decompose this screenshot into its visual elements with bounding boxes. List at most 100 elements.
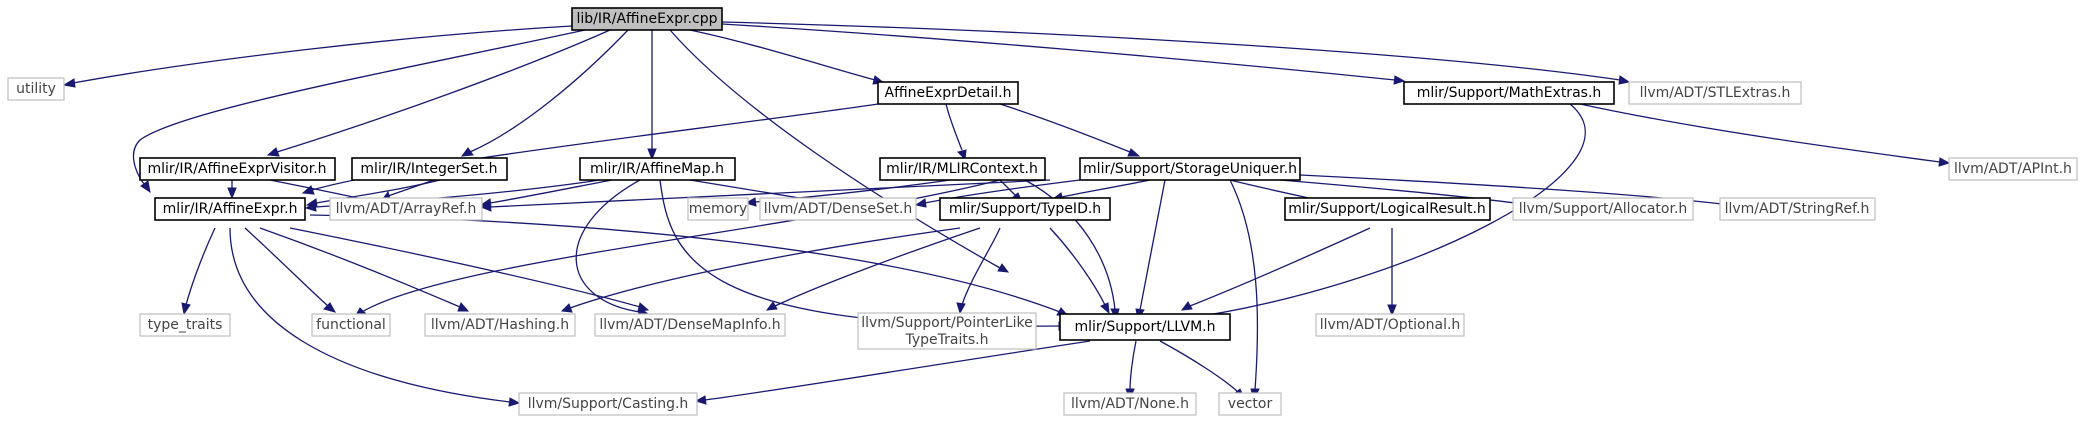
node-label: mlir/Support/LLVM.h	[1075, 319, 1216, 335]
arrowhead	[1100, 302, 1110, 315]
node-affineexpr[interactable]: mlir/IR/AffineExpr.h	[154, 197, 306, 221]
node-storageuniquer[interactable]: mlir/Support/StorageUniquer.h	[1079, 157, 1301, 181]
node-functional[interactable]: functional	[311, 313, 391, 337]
arrowhead	[744, 197, 757, 207]
node-allocator[interactable]: llvm/Support/Allocator.h	[1512, 197, 1694, 221]
edge-affineexpr-casting	[229, 227, 511, 403]
node-label: mlir/IR/AffineExprVisitor.h	[147, 161, 326, 177]
node-integerset[interactable]: mlir/IR/IntegerSet.h	[351, 157, 508, 181]
node-label: mlir/Support/LogicalResult.h	[1288, 201, 1486, 217]
node-logicalresult[interactable]: mlir/Support/LogicalResult.h	[1284, 197, 1491, 221]
node-label: llvm/ADT/None.h	[1071, 396, 1189, 412]
node-none[interactable]: llvm/ADT/None.h	[1063, 392, 1197, 416]
edge-logicalresult-llvm	[1189, 227, 1371, 307]
edge-root-utility	[72, 25, 573, 84]
arrowhead	[957, 149, 967, 161]
arrowhead	[304, 202, 317, 212]
node-mlircontext[interactable]: mlir/IR/MLIRContext.h	[879, 157, 1046, 181]
node-casting[interactable]: llvm/Support/Casting.h	[518, 392, 698, 416]
arrowhead	[1180, 301, 1193, 311]
edge-affineexpr-typetraits	[185, 227, 216, 306]
node-label: functional	[316, 317, 386, 333]
edge-typeid-pointerlike	[961, 227, 1001, 306]
node-label: mlir/Support/MathExtras.h	[1417, 85, 1602, 101]
arrowhead	[1618, 75, 1631, 85]
node-label: llvm/ADT/StringRef.h	[1725, 201, 1870, 217]
arrowhead	[956, 302, 966, 315]
node-label-line-2: TypeTraits.h	[905, 332, 989, 348]
arrowhead	[227, 187, 237, 200]
node-affinemap[interactable]: mlir/IR/AffineMap.h	[579, 157, 736, 181]
node-apint[interactable]: llvm/ADT/APInt.h	[1948, 157, 2078, 181]
arrowhead	[1393, 75, 1406, 85]
node-arrayref[interactable]: llvm/ADT/ArrayRef.h	[329, 197, 483, 221]
node-llvm-h[interactable]: mlir/Support/LLVM.h	[1059, 313, 1231, 341]
arrowhead	[560, 303, 573, 313]
node-pointerlike[interactable]: llvm/Support/PointerLike TypeTraits.h	[857, 312, 1037, 350]
arrowhead	[323, 302, 337, 313]
node-label: lib/IR/AffineExpr.cpp	[577, 11, 718, 27]
edge-integerset-arrayref	[387, 179, 435, 197]
node-label: mlir/IR/AffineMap.h	[590, 161, 724, 177]
edge-storageuniquer-allocator	[1279, 179, 1531, 206]
node-label: llvm/Support/Casting.h	[528, 396, 689, 412]
node-vector[interactable]: vector	[1218, 392, 1282, 416]
arrowhead	[637, 302, 650, 312]
node-label: llvm/ADT/Optional.h	[1320, 317, 1461, 333]
node-hashing[interactable]: llvm/ADT/Hashing.h	[424, 313, 576, 337]
node-label: vector	[1228, 396, 1273, 412]
node-root[interactable]: lib/IR/AffineExpr.cpp	[571, 7, 723, 31]
node-typetraits[interactable]: type_traits	[139, 313, 231, 337]
node-stlextras[interactable]: llvm/ADT/STLExtras.h	[1628, 81, 1802, 105]
edge-mathextras-llvm	[1174, 103, 1586, 321]
arrowhead	[140, 180, 151, 194]
node-optional[interactable]: llvm/ADT/Optional.h	[1315, 313, 1465, 337]
node-label: mlir/IR/IntegerSet.h	[360, 161, 497, 177]
node-affineexprdetail[interactable]: AffineExprDetail.h	[877, 81, 1019, 105]
node-label: memory	[689, 201, 748, 217]
arrowhead	[914, 198, 927, 208]
edge-affinemap-densemapinfo	[575, 179, 641, 313]
arrowhead	[460, 147, 474, 157]
node-affineexprvisitor[interactable]: mlir/IR/AffineExprVisitor.h	[139, 157, 336, 181]
node-mathextras[interactable]: mlir/Support/MathExtras.h	[1403, 81, 1615, 105]
node-label: llvm/ADT/ArrayRef.h	[336, 201, 477, 217]
edge-detail-mlircontext	[945, 103, 963, 151]
edge-llvm-none	[1129, 340, 1137, 391]
node-label: llvm/ADT/DenseMapInfo.h	[599, 317, 780, 333]
node-typeid[interactable]: mlir/Support/TypeID.h	[939, 197, 1111, 221]
edges	[62, 21, 1951, 407]
edge-storageuniquer-typeid	[1061, 179, 1151, 198]
node-label: AffineExprDetail.h	[885, 85, 1012, 101]
node-memory[interactable]: memory	[687, 197, 749, 221]
arrowhead	[457, 302, 470, 312]
arrowhead	[997, 263, 1010, 273]
node-label: llvm/Support/Allocator.h	[1519, 201, 1688, 217]
node-label: mlir/Support/TypeID.h	[949, 201, 1101, 217]
node-densemapinfo[interactable]: llvm/ADT/DenseMapInfo.h	[594, 313, 786, 337]
node-label: mlir/IR/AffineExpr.h	[163, 201, 298, 217]
edge-affineexpr-densemapinfo	[289, 227, 641, 308]
edge-affineexpr-hashing	[259, 227, 461, 308]
edge-storageuniquer-vector	[1229, 179, 1259, 391]
edge-root-integerset	[469, 29, 629, 153]
node-label-line-1: llvm/Support/PointerLike	[861, 315, 1033, 331]
edge-storageuniquer-denseset	[924, 179, 1081, 204]
arrowhead	[765, 301, 778, 311]
node-utility[interactable]: utility	[7, 77, 65, 101]
node-label: llvm/ADT/APInt.h	[1954, 161, 2072, 177]
edge-typeid-hashing	[569, 227, 961, 309]
arrowhead	[1387, 304, 1397, 317]
edge-mlircontext-llvm	[1024, 179, 1116, 311]
edge-root-visitor	[276, 29, 611, 153]
arrowhead	[1938, 157, 1951, 167]
node-stringref[interactable]: llvm/ADT/StringRef.h	[1719, 197, 1876, 221]
node-denseset[interactable]: llvm/ADT/DenseSet.h	[759, 197, 917, 221]
arrowhead	[1127, 148, 1141, 157]
edge-affineexpr-functional	[244, 227, 329, 307]
edge-typeid-densemapinfo	[774, 227, 981, 307]
edge-root-mathextras	[721, 23, 1396, 81]
arrowhead	[508, 397, 521, 407]
edge-typeid-llvm	[1049, 227, 1106, 306]
